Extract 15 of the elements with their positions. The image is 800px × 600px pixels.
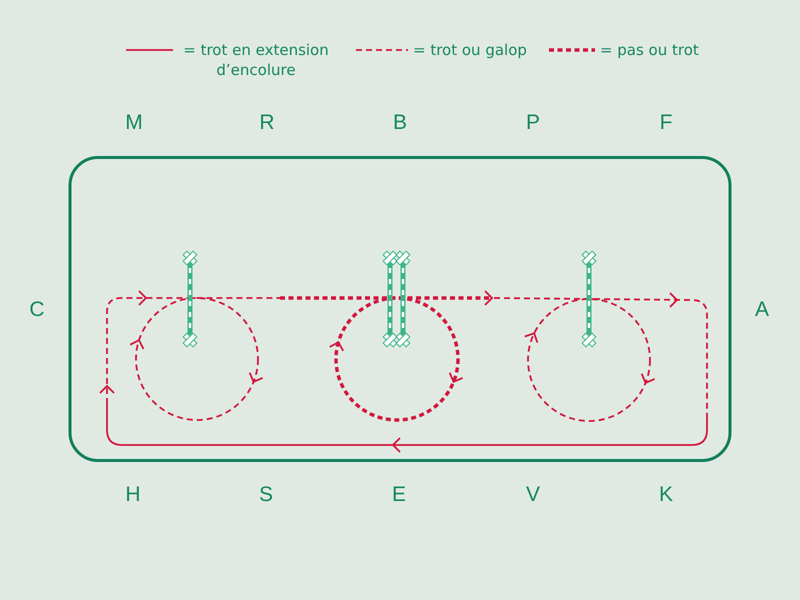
arena-letter: P bbox=[526, 111, 540, 135]
arena-letter: V bbox=[526, 483, 540, 507]
arena-letter: C bbox=[29, 298, 45, 322]
arena-letter: R bbox=[259, 111, 275, 135]
legend-text: = trot ou galop bbox=[413, 40, 527, 60]
arena-letter: A bbox=[755, 298, 769, 322]
arena-letter: B bbox=[393, 111, 407, 135]
arena-letter: F bbox=[660, 111, 672, 135]
arena-letter: M bbox=[125, 111, 143, 135]
arena-letter: E bbox=[392, 483, 406, 507]
arena-letter: S bbox=[259, 483, 273, 507]
arena-letter: H bbox=[125, 483, 141, 507]
legend-text: = trot en extension d’encolure bbox=[182, 40, 330, 80]
legend-text: = pas ou trot bbox=[600, 40, 699, 60]
arena-letter: K bbox=[659, 483, 673, 507]
